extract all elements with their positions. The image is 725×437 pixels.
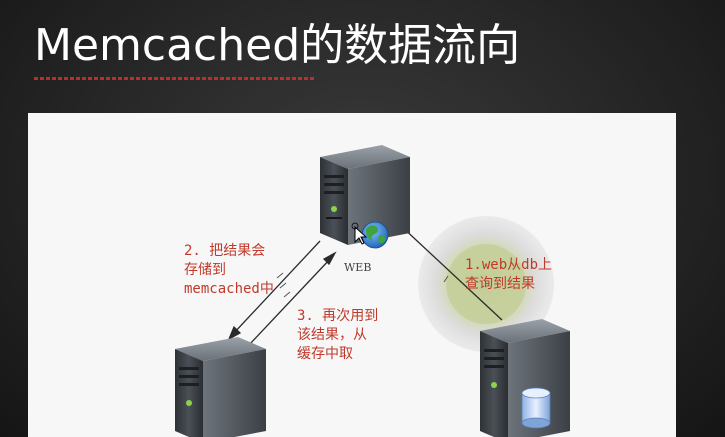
note-line: 2. 把结果会 [184, 243, 266, 259]
note-line: 该结果，从 [297, 327, 367, 343]
arrow-web-to-memcached [227, 240, 321, 341]
highlight-core [446, 244, 526, 324]
database-icon [521, 387, 551, 429]
note-line: 1.web从db上 [465, 257, 553, 273]
web-server-label: WEB [344, 261, 372, 274]
note-step-2: 2. 把结果会 存储到 memcached中 [184, 242, 274, 299]
spellcheck-underline [34, 77, 314, 80]
mouse-cursor-icon [351, 222, 368, 245]
web-server-icon [320, 145, 410, 245]
arrow-memcached-to-web [247, 251, 337, 347]
note-step-1: 1.web从db上 查询到结果 [465, 256, 552, 294]
arrow-ticks [276, 272, 449, 298]
note-line: 3. 再次用到 [297, 308, 379, 324]
note-line: 查询到结果 [465, 276, 535, 292]
note-step-3: 3. 再次用到 该结果，从 缓存中取 [297, 307, 378, 364]
note-line: 缓存中取 [297, 346, 353, 362]
note-line: 存储到 [184, 262, 226, 278]
diagram-panel: WEB 2. 把结果会 存储到 memcached中 3. 再次用到 该结果，从… [28, 113, 676, 437]
slide-title: Memcached的数据流向 [34, 20, 521, 71]
globe-icon [361, 221, 389, 249]
diagram-canvas [175, 145, 570, 437]
memcached-server-icon [175, 337, 266, 437]
note-line: memcached中 [184, 281, 274, 297]
